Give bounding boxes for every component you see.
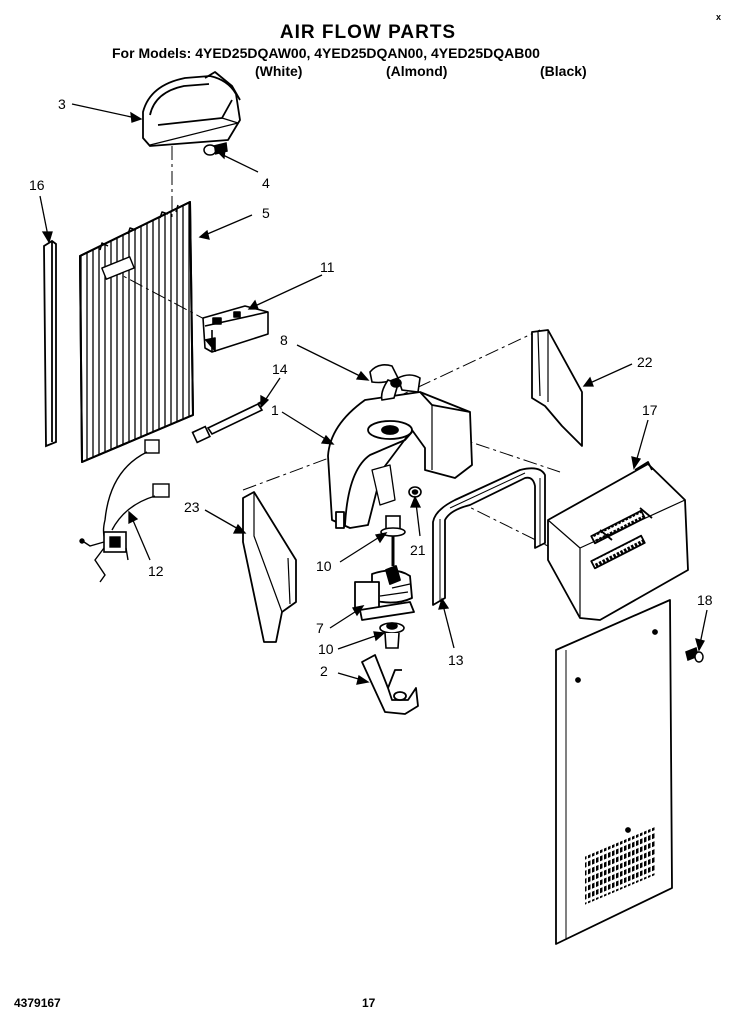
corner-mark: x xyxy=(716,12,722,22)
callout-16: 16 xyxy=(29,177,45,193)
color-black-label: (Black) xyxy=(540,63,587,79)
callout-11: 11 xyxy=(320,259,335,275)
part-7-fan-motor xyxy=(354,565,415,621)
part-3-air-duct xyxy=(142,71,241,147)
color-white-label: (White) xyxy=(255,63,303,79)
callout-10-lower: 10 xyxy=(318,641,334,657)
part-10-grommet-upper xyxy=(380,515,406,566)
callout-13: 13 xyxy=(448,652,464,668)
callout-3: 3 xyxy=(58,96,66,112)
color-almond-label: (Almond) xyxy=(386,63,448,79)
part-5-air-cover xyxy=(79,201,194,463)
rear-air-duct-panel xyxy=(555,599,673,945)
callout-18: 18 xyxy=(697,592,713,608)
part-21-grommet xyxy=(408,486,422,498)
callout-2: 2 xyxy=(320,663,328,679)
callout-1: 1 xyxy=(271,402,279,418)
part-18-screw xyxy=(685,646,704,663)
callout-22: 22 xyxy=(637,354,653,370)
callout-12: 12 xyxy=(148,563,164,579)
part-number: 4379167 xyxy=(14,996,61,1010)
callout-10-upper: 10 xyxy=(316,558,332,574)
page-number: 17 xyxy=(362,996,376,1010)
part-17-air-duct-upper xyxy=(547,461,689,621)
part-13-u-gasket xyxy=(432,467,546,606)
part-10-grommet-lower xyxy=(379,622,405,649)
part-8-fan-blade xyxy=(369,364,421,401)
callout-7: 7 xyxy=(316,620,324,636)
callout-4: 4 xyxy=(262,175,270,191)
part-22-baffle xyxy=(531,329,583,447)
part-23-side-baffle xyxy=(242,491,297,643)
page-title: AIR FLOW PARTS xyxy=(279,22,457,43)
part-11-damper-housing xyxy=(202,305,269,353)
part-16-gasket-strip xyxy=(43,239,57,448)
callout-14: 14 xyxy=(272,361,288,377)
callout-23: 23 xyxy=(184,499,200,515)
part-12-wire-harness xyxy=(79,439,170,583)
leader-lines xyxy=(39,103,708,685)
callout-5: 5 xyxy=(262,205,270,221)
callout-21: 21 xyxy=(410,542,426,558)
callout-17: 17 xyxy=(642,402,658,418)
callout-numbers: 3 4 5 16 11 8 14 1 22 17 23 12 10 21 7 1… xyxy=(29,96,713,679)
part-14-heater xyxy=(191,399,265,444)
part-2-motor-bracket xyxy=(361,654,419,715)
part-1-fan-shroud xyxy=(327,391,473,529)
models-line: For Models: 4YED25DQAW00, 4YED25DQAN00, … xyxy=(112,45,540,61)
callout-8: 8 xyxy=(280,332,288,348)
